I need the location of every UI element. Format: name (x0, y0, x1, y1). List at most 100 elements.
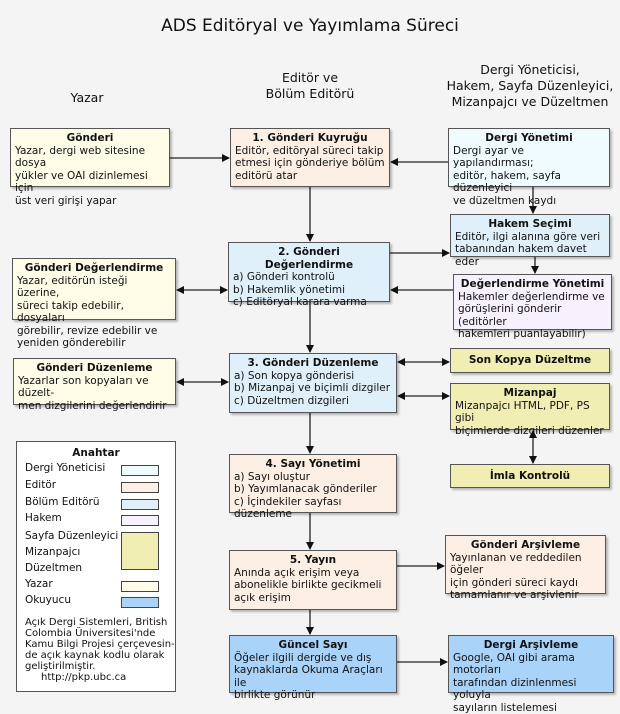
box-line: görebilir, revize edebilir ve (17, 325, 171, 338)
box-line: c) Düzeltmen dizgileri (234, 395, 392, 408)
legend-swatch-hakem (121, 515, 159, 526)
box-title: Gönderi Arşivleme (450, 539, 601, 552)
box-title: Gönderi (15, 132, 165, 145)
legend-label: Yazar (25, 578, 53, 590)
box-line: birlikte görünür (234, 689, 392, 702)
box-line: için gönderi süreci kaydı (450, 577, 601, 590)
box-guncel-sayi: Güncel Sayı Öğeler ilgili dergide ve dış… (229, 635, 397, 693)
box-line: biçimlerde dizgileri düzenler (455, 425, 605, 438)
box-line: Editör, editöryal süreci takip (235, 145, 385, 158)
box-title: Gönderi Düzenleme (18, 362, 171, 375)
box-line: etmesi için gönderiye bölüm (235, 157, 385, 170)
box-line: tarafından dizinlenmesi yoluyla (453, 677, 609, 702)
box-line: kaynaklarda Okuma Araçları ile (234, 664, 392, 689)
box-line: sayıların listelemesi (453, 702, 609, 714)
box-line: Dergi ayar ve yapılandırması; (453, 145, 605, 170)
footer-line: Kamu Bilgi Projesi çerçevesin- (25, 639, 175, 650)
box-line: b) Hakemlik yönetimi (233, 284, 385, 297)
footer-line: de açık kaynak kodlu olarak (25, 650, 175, 661)
box-line: a) Sayı oluştur (234, 471, 392, 484)
box-line: yeniden gönderebilir (17, 337, 171, 350)
box-gonderi: Gönderi Yazar, dergi web sitesine dosya … (10, 128, 170, 187)
box-line: Yazar, editörün isteği üzerine, (17, 275, 171, 300)
legend-swatch-editor (121, 482, 159, 493)
box-title: 4. Sayı Yönetimi (234, 458, 392, 471)
box-line: Öğeler ilgili dergide ve dış (234, 652, 392, 665)
box-line: editörü atar (235, 170, 385, 183)
box-degerlendirme-yonetimi: Değerlendirme Yönetimi Hakemler değerlen… (453, 274, 612, 330)
box-title: Mizanpaj (455, 387, 605, 400)
box-title: Dergi Yönetimi (453, 132, 605, 145)
box-yazar-gonderi-duzenleme: Gönderi Düzenleme Yazarlar son kopyaları… (13, 358, 176, 405)
legend-label: Mizanpajcı (25, 546, 80, 558)
box-title: Hakem Seçimi (455, 218, 605, 231)
box-title: 5. Yayın (234, 554, 392, 567)
legend-swatch-dergi-yoneticisi (121, 465, 159, 476)
box-line: c) Editöryal karara varma (233, 296, 385, 309)
legend-title: Anahtar (17, 447, 175, 459)
box-title: Son Kopya Düzeltme (455, 354, 605, 367)
legend-label: Hakem (25, 512, 62, 524)
legend-label: Editör (25, 479, 56, 491)
box-title: Değerlendirme Yönetimi (458, 278, 607, 291)
legend-swatch-sayfa-duzenleyici (121, 532, 159, 570)
box-title: Güncel Sayı (234, 639, 392, 652)
box-line: Yazarlar son kopyaları ve düzelt- (18, 375, 171, 400)
footer-line: geliştirilmiştir. (25, 661, 175, 672)
box-mizanpaj: Mizanpaj Mizanpajcı HTML, PDF, PS gibi b… (450, 383, 610, 430)
legend-swatch-yazar (121, 581, 159, 592)
legend-label: Bölüm Editörü (25, 496, 100, 508)
box-title: İmla Kontrolü (455, 470, 605, 483)
box-dergi-arsivleme: Dergi Arşivleme Google, OAI gibi arama m… (448, 635, 614, 693)
legend-label: Dergi Yöneticisi (25, 462, 105, 474)
box-title: 1. Gönderi Kuyruğu (235, 132, 385, 145)
box-line: editör, hakem, sayfa düzenleyici (453, 170, 605, 195)
box-gonderi-arsivleme: Gönderi Arşivleme Yayınlanan ve reddedil… (445, 535, 606, 594)
box-line: Yayınlanan ve reddedilen öğeler (450, 552, 601, 577)
footer-line: Açık Dergi Sistemleri, British (25, 617, 175, 628)
box-sayi-yonetimi-4: 4. Sayı Yönetimi a) Sayı oluştur b) Yayı… (229, 454, 397, 513)
box-line: b) Mizanpaj ve biçimli dizgiler (234, 382, 392, 395)
box-imla-kontrolu: İmla Kontrolü (450, 464, 610, 488)
box-line: yükler ve OAI dizinlemesi için (15, 170, 165, 195)
legend-footer: Açık Dergi Sistemleri, British Colombia … (25, 617, 175, 683)
box-line: tabanından hakem davet eder (455, 243, 605, 268)
legend-swatch-bolum-editoru (121, 499, 159, 510)
box-title: Dergi Arşivleme (453, 639, 609, 652)
box-line: tamamlanır ve arşivlenir (450, 589, 601, 602)
footer-line: Colombia Üniversitesi'nde (25, 628, 175, 639)
box-yazar-gonderi-degerlendirme: Gönderi Değerlendirme Yazar, editörün is… (12, 258, 176, 320)
box-title: Gönderi Değerlendirme (17, 262, 171, 275)
box-line: Hakemler değerlendirme ve (458, 291, 607, 304)
box-title: 3. Gönderi Düzenleme (234, 357, 392, 370)
box-gonderi-kuyrugu: 1. Gönderi Kuyruğu Editör, editöryal sür… (230, 128, 390, 187)
legend-swatch-okuyucu (121, 597, 159, 608)
box-line: a) Son kopya gönderisi (234, 370, 392, 383)
box-gonderi-degerlendirme-2: 2. Gönderi Değerlendirme a) Gönderi kont… (228, 242, 390, 302)
box-son-kopya-duzeltme: Son Kopya Düzeltme (450, 348, 610, 373)
box-line: Anında açık erişim veya (234, 567, 392, 580)
box-line: Editör, ilgi alanına göre veri (455, 231, 605, 244)
box-line: b) Yayımlanacak gönderiler (234, 483, 392, 496)
box-line: üst veri girişi yapar (15, 195, 165, 208)
box-line: Google, OAI gibi arama motorları (453, 652, 609, 677)
legend-label: Okuyucu (25, 594, 71, 606)
legend-label: Düzeltmen (25, 562, 82, 574)
box-line: süreci takip edebilir, dosyaları (17, 300, 171, 325)
footer-url: http://pkp.ubc.ca (25, 672, 175, 683)
box-line: men dizgilerini değerlendirir (18, 400, 171, 413)
box-line: Yazar, dergi web sitesine dosya (15, 145, 165, 170)
box-title: 2. Gönderi Değerlendirme (233, 246, 385, 271)
box-line: hakemleri puanlayabilir) (458, 328, 607, 341)
box-gonderi-duzenleme-3: 3. Gönderi Düzenleme a) Son kopya gönder… (229, 353, 397, 413)
box-line: a) Gönderi kontrolü (233, 271, 385, 284)
legend-label: Sayfa Düzenleyici (25, 530, 118, 542)
box-line: c) İçindekiler sayfası düzenleme (234, 496, 392, 521)
box-line: abonelikle birlikte gecikmeli (234, 579, 392, 592)
box-line: görüşlerini gönderir (editörler (458, 303, 607, 328)
box-hakem-secimi: Hakem Seçimi Editör, ilgi alanına göre v… (450, 214, 610, 257)
box-dergi-yonetimi: Dergi Yönetimi Dergi ayar ve yapılandırm… (448, 128, 610, 187)
box-line: ve düzeltmen kaydı (453, 195, 605, 208)
box-line: Mizanpajcı HTML, PDF, PS gibi (455, 400, 605, 425)
legend: Anahtar Dergi Yöneticisi Editör Bölüm Ed… (16, 441, 176, 692)
